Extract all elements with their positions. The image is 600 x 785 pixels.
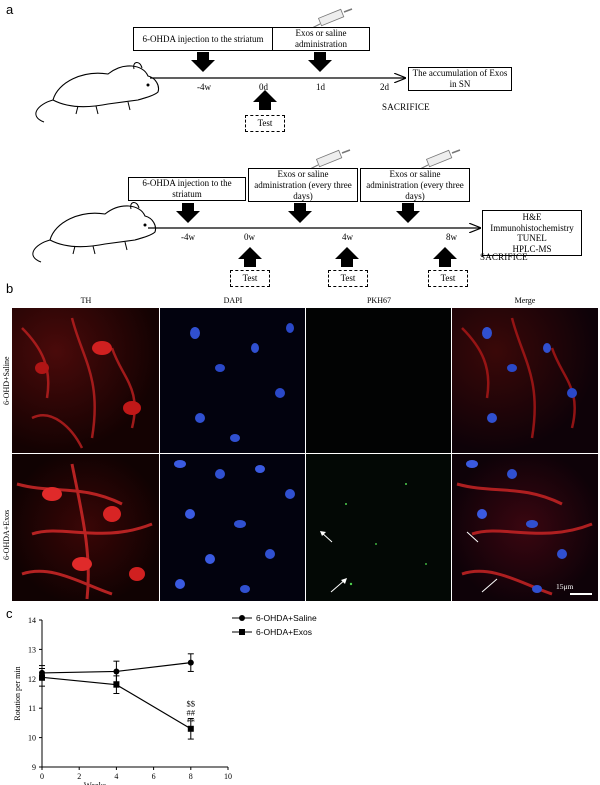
y-tick-label: 10 (28, 734, 36, 743)
x-tick-label: 0 (40, 772, 44, 781)
t2-tick-0w: 0w (244, 232, 255, 242)
significance-mark: ## (187, 708, 196, 718)
image-saline-th (12, 308, 160, 454)
data-point-exos (39, 674, 45, 681)
t1-result-box: The accumulation of Exos in SN (408, 67, 512, 91)
y-tick-label: 11 (28, 704, 36, 713)
t1-exos-box: Exos or saline administration (272, 27, 370, 51)
result-line-ihc: Immunohistochemistry (490, 222, 574, 233)
t2-exos-box-1: Exos or saline administration (every thr… (248, 168, 358, 202)
t2-result-box: H&E Immunohistochemistry TUNEL HPLC-MS (482, 210, 582, 256)
scale-bar-label: 15μm (556, 582, 574, 591)
timeline-graphics (32, 8, 600, 267)
t1-tick-2d: 2d (380, 82, 389, 92)
image-exos-pkh67 (306, 454, 452, 602)
panel-c-label: c (6, 606, 13, 621)
data-point-exos (113, 681, 120, 688)
image-exos-merge (452, 454, 599, 602)
col-header-dapi: DAPI (223, 296, 243, 305)
x-axis-label: Weeks (84, 780, 106, 785)
data-point-saline (187, 659, 194, 666)
row-label-exos: 6-OHDA+Exos (2, 509, 11, 560)
y-tick-label: 14 (28, 616, 36, 625)
legend-marker-square (239, 629, 245, 635)
t2-tick-4w: 4w (342, 232, 353, 242)
t1-tick-minus4w: -4w (197, 82, 211, 92)
x-tick-label: 10 (224, 772, 232, 781)
col-header-merge: Merge (514, 296, 536, 305)
y-tick-label: 9 (32, 763, 36, 772)
t1-test-box: Test (245, 115, 285, 132)
t1-sacrifice: SACRIFICE (382, 102, 430, 112)
t1-tick-0d: 0d (259, 82, 268, 92)
rat-illustration-1 (35, 61, 160, 123)
x-tick-label: 6 (152, 772, 156, 781)
image-exos-dapi (160, 454, 306, 602)
legend-marker-circle (239, 615, 245, 621)
significance-mark: ** (187, 717, 196, 727)
t2-tick-minus4w: -4w (181, 232, 195, 242)
image-saline-pkh67 (306, 308, 452, 454)
t2-test-box-0w: Test (230, 270, 270, 287)
significance-mark: $$ (187, 699, 196, 709)
result-line-hplc: HPLC-MS (512, 243, 552, 254)
t2-test-box-8w: Test (428, 270, 468, 287)
col-header-th: TH (80, 296, 92, 305)
col-header-pkh67: PKH67 (366, 296, 391, 305)
image-saline-dapi (160, 308, 306, 454)
panel-b-label: b (6, 281, 14, 296)
panel-a-label: a (6, 2, 14, 17)
t2-test-box-4w: Test (328, 270, 368, 287)
image-saline-merge (452, 308, 599, 454)
result-line-he: H&E (522, 212, 542, 222)
data-point-saline (113, 668, 120, 675)
t2-tick-8w: 8w (446, 232, 457, 242)
y-axis-label: Rotation per min (13, 666, 22, 720)
y-tick-label: 12 (28, 675, 36, 684)
image-exos-th (12, 454, 160, 602)
legend-label: 6-OHDA+Exos (256, 627, 312, 637)
x-tick-label: 4 (114, 772, 118, 781)
x-tick-label: 2 (77, 772, 81, 781)
t1-injection-box: 6-OHDA injection to the striatum (133, 27, 273, 51)
row-label-saline: 6-OHD+Saline (2, 356, 11, 405)
x-tick-label: 8 (189, 772, 193, 781)
result-line-tunel: TUNEL (517, 233, 547, 243)
legend-label: 6-OHDA+Saline (256, 613, 317, 623)
rat-illustration-2 (32, 201, 157, 263)
t2-sacrifice: SACRIFICE (480, 252, 528, 262)
data-point-exos (187, 725, 194, 732)
t1-tick-1d: 1d (316, 82, 325, 92)
t2-injection-box: 6-OHDA injection to the striatum (128, 177, 246, 201)
t2-exos-box-2: Exos or saline administration (every thr… (360, 168, 470, 202)
y-tick-label: 13 (28, 645, 36, 654)
